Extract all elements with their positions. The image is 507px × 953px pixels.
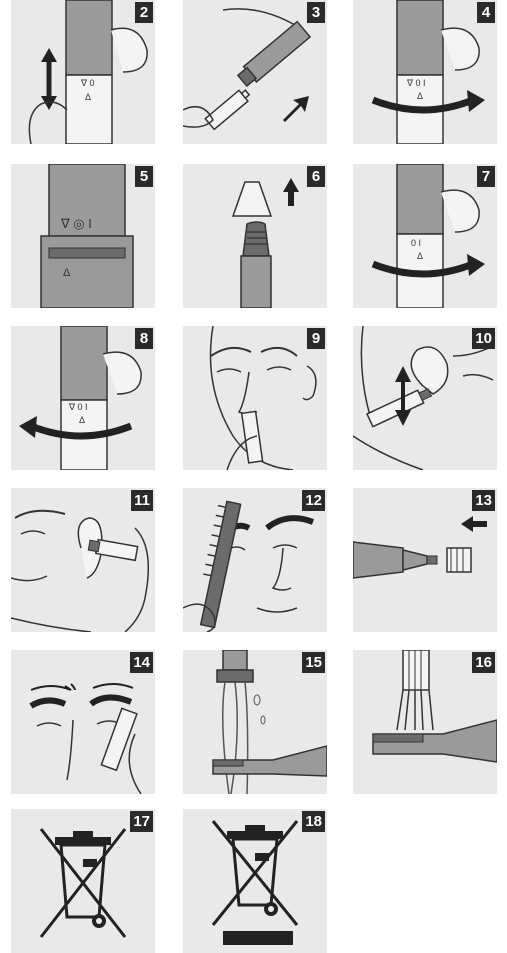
step-panel-16: 16 [353,650,497,794]
step-panel-5: ∇ ◎ I Δ 5 [11,164,155,308]
trimmer-handle-icon: ∇ 0 Δ [11,0,155,144]
step-panel-6: 6 [183,164,327,308]
step-panel-12: 12 [183,488,327,632]
step-number-badge: 6 [307,166,325,187]
step-number-badge: 12 [302,490,325,511]
step-number-badge: 18 [302,811,325,832]
svg-text:Δ: Δ [63,267,71,279]
step-panel-9: 9 [183,326,327,470]
svg-text:Δ: Δ [85,92,91,102]
step-number-badge: 7 [477,166,495,187]
step-number-badge: 10 [472,328,495,349]
svg-text:Δ: Δ [79,415,85,425]
trimmer-handle-icon: ∇ ◎ I Δ [11,164,155,308]
svg-text:∇ ◎ I: ∇ ◎ I [60,216,92,231]
step-number-badge: 16 [472,652,495,673]
step-panel-15: 15 [183,650,327,794]
step-number-badge: 15 [302,652,325,673]
step-number-badge: 9 [307,328,325,349]
svg-text:∇ 0 I: ∇ 0 I [68,402,88,412]
step-panel-17: 17 [11,809,155,953]
step-panel-8: ∇ 0 I Δ 8 [11,326,155,470]
svg-text:∇ 0: ∇ 0 [80,78,95,88]
step-number-badge: 11 [131,490,153,511]
svg-text:Δ: Δ [417,91,423,101]
battery-icon [183,0,327,144]
nose-trim-icon [183,326,327,470]
step-number-badge: 17 [130,811,153,832]
step-panel-14: 14 [11,650,155,794]
step-panel-18: 18 [183,809,327,953]
step-number-badge: 13 [472,490,495,511]
rotate-arrow-icon: 0 I Δ [353,164,497,308]
step-panel-4: ∇ 0 I Δ 4 [353,0,497,144]
step-panel-2: ∇ 0 Δ 2 [11,0,155,144]
step-panel-13: 13 [353,488,497,632]
trimmer-head-cap-icon [183,164,327,308]
rotate-arrow-icon: ∇ 0 I Δ [11,326,155,470]
step-panel-3: 3 [183,0,327,144]
step-panel-7: 0 I Δ 7 [353,164,497,308]
step-number-badge: 8 [135,328,153,349]
step-panel-10: 10 [353,326,497,470]
svg-text:0 I: 0 I [411,238,421,248]
step-panel-11: 11 [11,488,155,632]
step-number-badge: 3 [307,2,325,23]
svg-text:∇ 0 I: ∇ 0 I [406,78,426,88]
step-number-badge: 14 [130,652,153,673]
svg-text:Δ: Δ [417,251,423,261]
step-number-badge: 5 [135,166,153,187]
step-number-badge: 4 [477,2,495,23]
rotate-arrow-icon: ∇ 0 I Δ [353,0,497,144]
step-number-badge: 2 [135,2,153,23]
